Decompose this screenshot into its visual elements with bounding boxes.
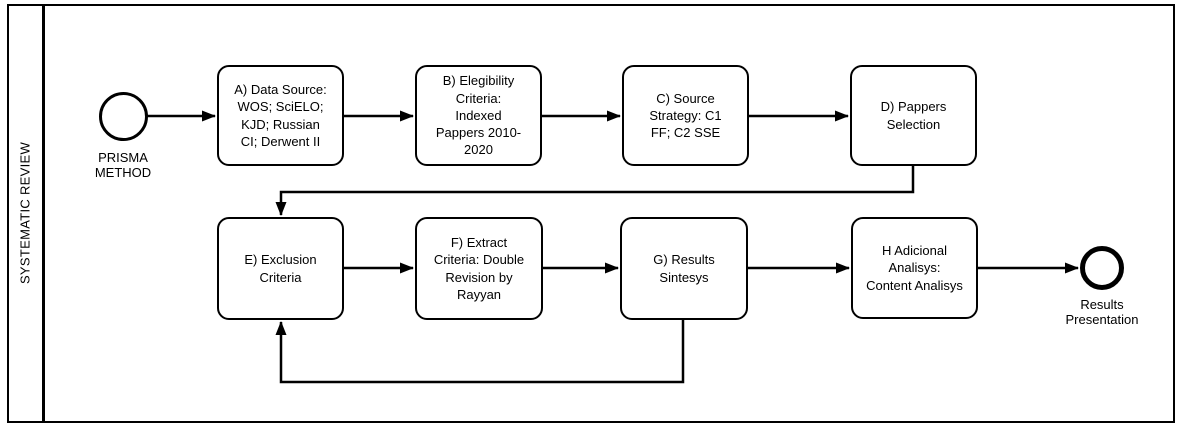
flow-arrow-feedback-g-to-e	[275, 320, 685, 384]
end-event-label: Results Presentation	[1065, 297, 1139, 328]
pool-border	[7, 4, 1175, 423]
task-h-adicional-analisys[interactable]: H Adicional Analisys: Content Analisys	[851, 217, 978, 319]
task-f-extract-criteria[interactable]: F) Extract Criteria: Double Revision by …	[415, 217, 543, 320]
task-c-source-strategy[interactable]: C) Source Strategy: C1 FF; C2 SSE	[622, 65, 749, 166]
task-a-data-source[interactable]: A) Data Source: WOS; SciELO; KJD; Russia…	[217, 65, 344, 166]
flow-arrow-d-to-e	[275, 166, 915, 216]
end-event-circle[interactable]	[1080, 246, 1124, 290]
start-event-circle[interactable]	[99, 92, 148, 141]
lane-header-divider	[42, 4, 45, 423]
start-event-label: PRISMA METHOD	[94, 150, 152, 181]
task-d-pappers-selection[interactable]: D) Pappers Selection	[850, 65, 977, 166]
task-e-exclusion-criteria[interactable]: E) Exclusion Criteria	[217, 217, 344, 320]
task-g-results-sintesys[interactable]: G) Results Sintesys	[620, 217, 748, 320]
task-b-elegibility-criteria[interactable]: B) Elegibility Criteria: Indexed Pappers…	[415, 65, 542, 166]
